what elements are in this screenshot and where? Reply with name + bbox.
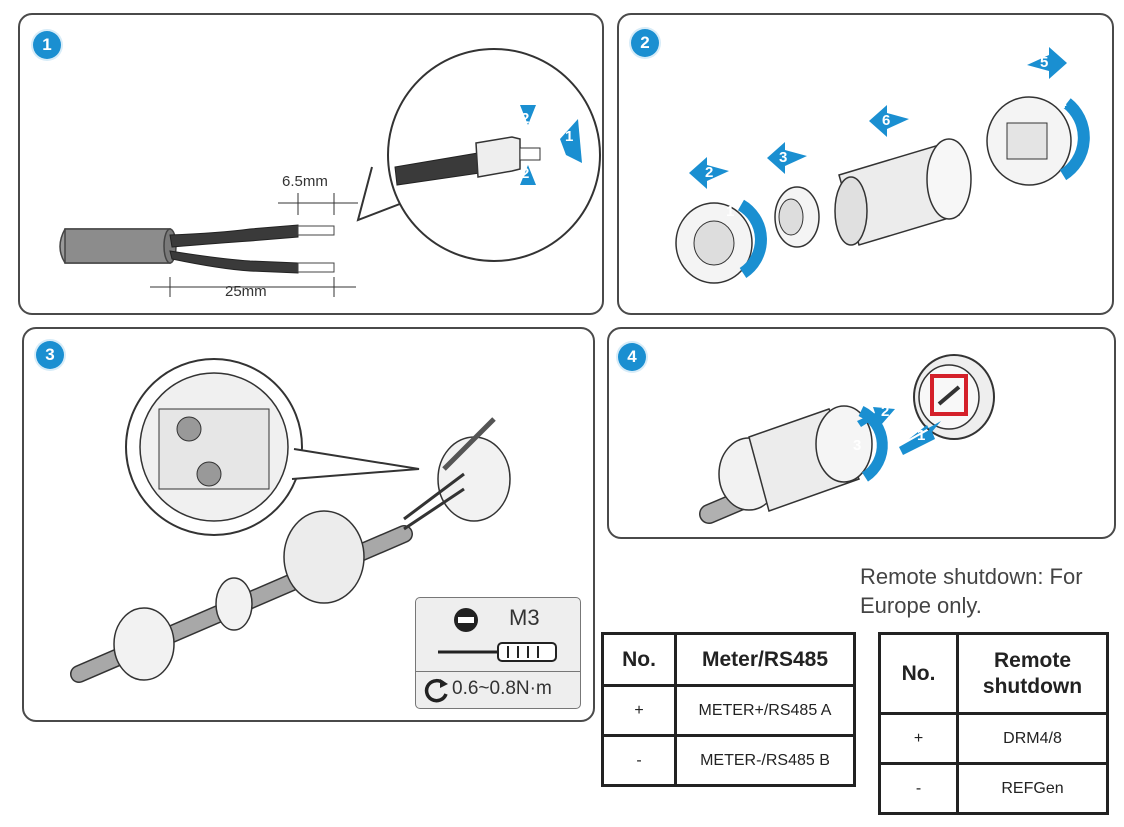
table-cell: METER+/RS485 A bbox=[674, 684, 856, 737]
step3-illustration bbox=[70, 358, 511, 683]
arrow-label: 5 bbox=[1040, 54, 1049, 71]
step2-panel: 2 2 1 3 6 5 4 bbox=[617, 13, 1114, 315]
rotate-icon bbox=[424, 678, 448, 703]
table-cell: - bbox=[601, 734, 677, 787]
table-header: No. bbox=[601, 632, 677, 687]
step-badge-4: 4 bbox=[618, 343, 646, 371]
remote-shutdown-note: Remote shutdown: For Europe only. bbox=[860, 564, 1083, 618]
screwdriver-icon bbox=[438, 608, 557, 662]
arrow-label: 2 bbox=[881, 403, 890, 420]
arrow-label: 2 bbox=[705, 164, 714, 181]
table-cell: + bbox=[601, 684, 677, 737]
step-badge-2: 2 bbox=[631, 29, 659, 57]
table-row: - METER-/RS485 B bbox=[601, 734, 856, 787]
remote-shutdown-table: No. Remote shutdown + DRM4/8 - REFGen bbox=[878, 632, 1109, 815]
callout-label: 1 bbox=[565, 128, 574, 145]
step-badge-1: 1 bbox=[33, 31, 61, 59]
table-cell: DRM4/8 bbox=[956, 712, 1109, 765]
step1-panel: 1 6.5mm 25mm 2 1 2 bbox=[18, 13, 604, 315]
step2-illustration bbox=[675, 47, 1090, 284]
step4-illustration bbox=[699, 354, 995, 524]
step-badge-3: 3 bbox=[36, 341, 64, 369]
torque-value: 0.6~0.8N·m bbox=[452, 678, 552, 699]
arrow-label: 3 bbox=[853, 437, 862, 454]
table-header: Meter/RS485 bbox=[674, 632, 856, 687]
arrow-label: 1 bbox=[726, 203, 735, 220]
step4-panel: 4 2 3 1 bbox=[607, 327, 1116, 539]
step1-illustration bbox=[59, 48, 601, 297]
table-cell: REFGen bbox=[956, 762, 1109, 815]
torque-tool-box: M3 0.6~0.8N·m bbox=[415, 597, 581, 709]
arrow-label: 6 bbox=[882, 112, 891, 129]
screw-bit-label: M3 bbox=[509, 605, 540, 630]
arrow-label: 4 bbox=[1058, 95, 1067, 112]
step3-panel: 3 bbox=[22, 327, 595, 722]
table-header: Remote shutdown bbox=[956, 632, 1109, 715]
table-cell: - bbox=[878, 762, 959, 815]
meter-rs485-table: No. Meter/RS485 + METER+/RS485 A - METER… bbox=[601, 632, 856, 787]
arrow-label: 1 bbox=[917, 427, 926, 444]
table-cell: METER-/RS485 B bbox=[674, 734, 856, 787]
table-row: + METER+/RS485 A bbox=[601, 684, 856, 737]
table-header: No. bbox=[878, 632, 959, 715]
callout-label: 2 bbox=[521, 165, 530, 182]
table-cell: + bbox=[878, 712, 959, 765]
sheath-length-label: 25mm bbox=[225, 283, 267, 300]
tool-divider bbox=[416, 671, 580, 672]
strip-length-label: 6.5mm bbox=[282, 173, 328, 190]
arrow-label: 3 bbox=[779, 149, 788, 166]
table-row: + DRM4/8 bbox=[878, 712, 1109, 765]
table-row: - REFGen bbox=[878, 762, 1109, 815]
callout-label: 2 bbox=[521, 110, 530, 127]
table-header-row: No. Meter/RS485 bbox=[601, 632, 856, 687]
table-header-row: No. Remote shutdown bbox=[878, 632, 1109, 715]
